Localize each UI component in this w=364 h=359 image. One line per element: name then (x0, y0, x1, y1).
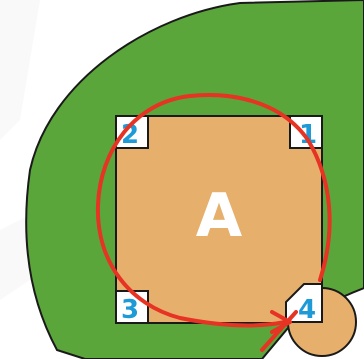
field-label: A (196, 181, 243, 251)
base-4-label: 4 (298, 295, 316, 325)
base-1: 1 (290, 116, 322, 150)
base-3-label: 3 (121, 295, 139, 325)
base-3: 3 (116, 291, 148, 325)
